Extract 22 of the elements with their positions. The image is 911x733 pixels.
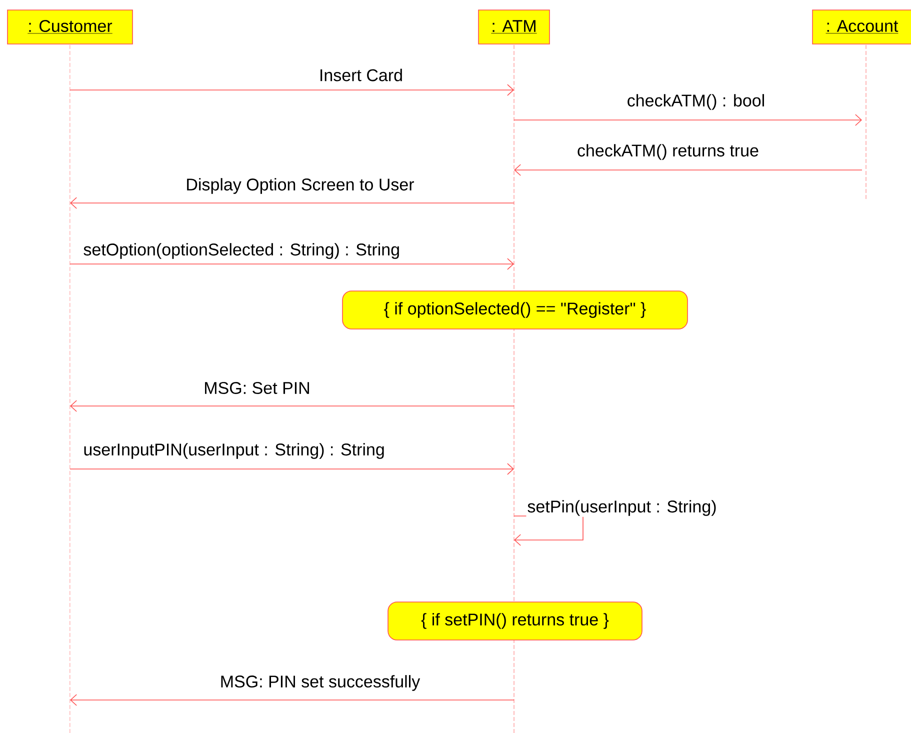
message-label: setPin(userInput : String) <box>526 499 718 517</box>
message-label: MSG: PIN set successfully <box>218 674 422 692</box>
message-label: setOption(optionSelected : String) : String <box>82 242 402 260</box>
message-arrow <box>70 400 514 412</box>
object-box: : Account <box>812 10 911 44</box>
message-label: MSG: Set PIN <box>202 380 312 396</box>
message-arrow <box>70 197 514 209</box>
object-box: : Customer <box>7 10 133 44</box>
guard-note: { if optionSelected() == "Register" } <box>342 290 688 330</box>
guard-note: { if setPIN() returns true } <box>388 602 642 640</box>
message-arrow <box>70 84 514 96</box>
message-arrow <box>514 164 862 176</box>
message-arrow <box>70 694 514 706</box>
message-label: checkATM() : bool <box>626 93 766 111</box>
message-arrow <box>70 258 514 270</box>
message-arrow <box>70 463 514 475</box>
message-label: Display Option Screen to User <box>184 177 416 195</box>
message-label: Insert Card <box>318 68 404 82</box>
message-arrow <box>514 114 862 126</box>
message-label: userInputPIN(userInput : String) : String <box>82 442 386 460</box>
object-box: : ATM <box>478 10 550 44</box>
message-label: checkATM() returns true <box>576 143 760 161</box>
